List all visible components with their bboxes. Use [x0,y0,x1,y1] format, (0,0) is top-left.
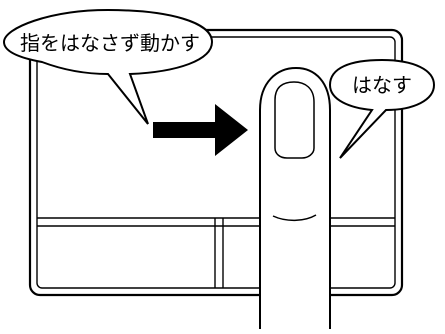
bubble-move-text: 指をはなさず動かす [20,31,200,55]
bubble-release-text: はなす [352,73,412,97]
speech-bubble-release: はなす [328,58,436,159]
touchpad-buttons [37,217,395,288]
move-arrow-icon [153,104,248,156]
finger-icon [259,66,331,329]
speech-bubble-move: 指をはなさず動かす [2,8,214,125]
